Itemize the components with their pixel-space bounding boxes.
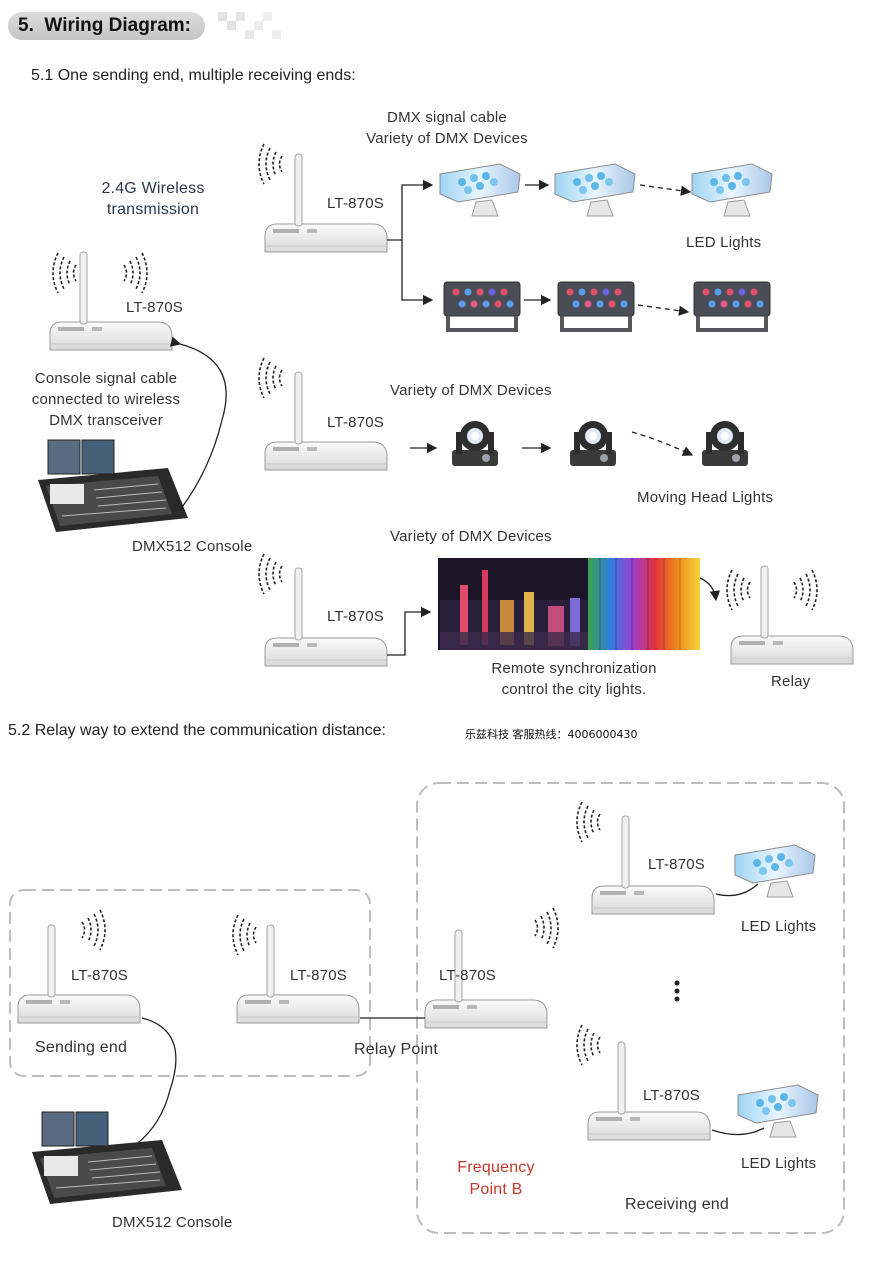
s1-source-device-label: LT-870S	[126, 299, 183, 316]
s2-relay-device-label: LT-870S	[290, 967, 347, 984]
console-note-line-1: Console signal cable	[34, 370, 178, 387]
dmx-cable-label: DMX signal cable	[387, 109, 507, 126]
moving-heads-label: Moving Head Lights	[637, 489, 774, 506]
rgb-light-2	[556, 280, 636, 332]
moving-head-3	[702, 421, 748, 466]
s1-console-label: DMX512 Console	[132, 538, 253, 555]
devices-label-3: Variety of DMX Devices	[390, 528, 552, 545]
console-note: Console signal cable connected to wirele…	[20, 368, 192, 431]
vertical-ellipsis	[674, 980, 680, 1002]
section-title: Wiring Diagram:	[44, 15, 191, 36]
relay-label: Relay	[771, 673, 811, 690]
frequency-line-2: Point B	[469, 1181, 523, 1198]
s2-led-lights-1-label: LED Lights	[741, 918, 817, 935]
wireless-line-1: 2.4G Wireless	[101, 180, 205, 197]
console-signal-cable	[169, 336, 227, 511]
s1-dmx-console	[37, 439, 189, 533]
sending-frame	[9, 889, 371, 1077]
led-light-3	[691, 163, 773, 217]
s2-dmx-console	[31, 1111, 183, 1205]
frequency-point-label: Frequency Point B	[446, 1157, 546, 1201]
s2-sending-device-label: LT-870S	[71, 967, 128, 984]
receiving-end-label: Receiving end	[625, 1196, 729, 1213]
remote-line-1: Remote synchronization	[491, 660, 657, 677]
s2-frequency-device-label: LT-870S	[439, 967, 496, 984]
hotline-text: 乐兹科技 客服热线：4006000430	[465, 728, 638, 741]
checker-decoration	[218, 12, 281, 39]
devices-label-1: Variety of DMX Devices	[366, 130, 528, 147]
remote-line-2: control the city lights.	[501, 681, 647, 698]
s1-relay-device	[726, 565, 854, 665]
sending-end-label: Sending end	[35, 1039, 128, 1056]
section-number: 5.	[18, 15, 34, 36]
s2-console-label: DMX512 Console	[112, 1214, 233, 1231]
remote-label: Remote synchronization control the city …	[474, 658, 674, 700]
led-lights-label: LED Lights	[686, 234, 762, 251]
s1-device-label-1: LT-870S	[327, 195, 384, 212]
rgb-light-3	[692, 280, 772, 332]
rgb-light-1	[442, 280, 522, 332]
moving-head-1	[452, 421, 498, 466]
console-note-line-2: connected to wireless	[31, 391, 181, 408]
s1-device-label-2: LT-870S	[327, 414, 384, 431]
moving-head-2	[570, 421, 616, 466]
s2-console-cable	[127, 1017, 177, 1151]
s2-led-light-1	[734, 844, 816, 898]
section-5-2-heading: 5.2 Relay way to extend the communicatio…	[8, 722, 386, 739]
console-note-line-3: DMX transceiver	[49, 412, 163, 429]
section-header: 5. Wiring Diagram:	[8, 10, 286, 44]
receiving-frame	[416, 782, 845, 1234]
s2-receiver-2-label: LT-870S	[643, 1087, 700, 1104]
s1-device-label-3: LT-870S	[327, 608, 384, 625]
s2-receiver-1-label: LT-870S	[648, 856, 705, 873]
led-light-1	[439, 163, 521, 217]
section-5-1-heading: 5.1 One sending end, multiple receiving …	[31, 67, 356, 84]
city-lights-image	[438, 558, 700, 650]
led-light-2	[554, 163, 636, 217]
wireless-label: 2.4G Wireless transmission	[88, 178, 218, 220]
wireless-line-2: transmission	[106, 201, 200, 218]
s2-led-light-2	[737, 1084, 819, 1138]
frequency-line-1: Frequency	[457, 1159, 535, 1176]
s2-receiver-2	[576, 1024, 711, 1141]
devices-label-2: Variety of DMX Devices	[390, 382, 552, 399]
s2-led-lights-2-label: LED Lights	[741, 1155, 817, 1172]
relay-point-label: Relay Point	[354, 1041, 439, 1058]
section-title-pill: 5. Wiring Diagram:	[8, 12, 205, 40]
